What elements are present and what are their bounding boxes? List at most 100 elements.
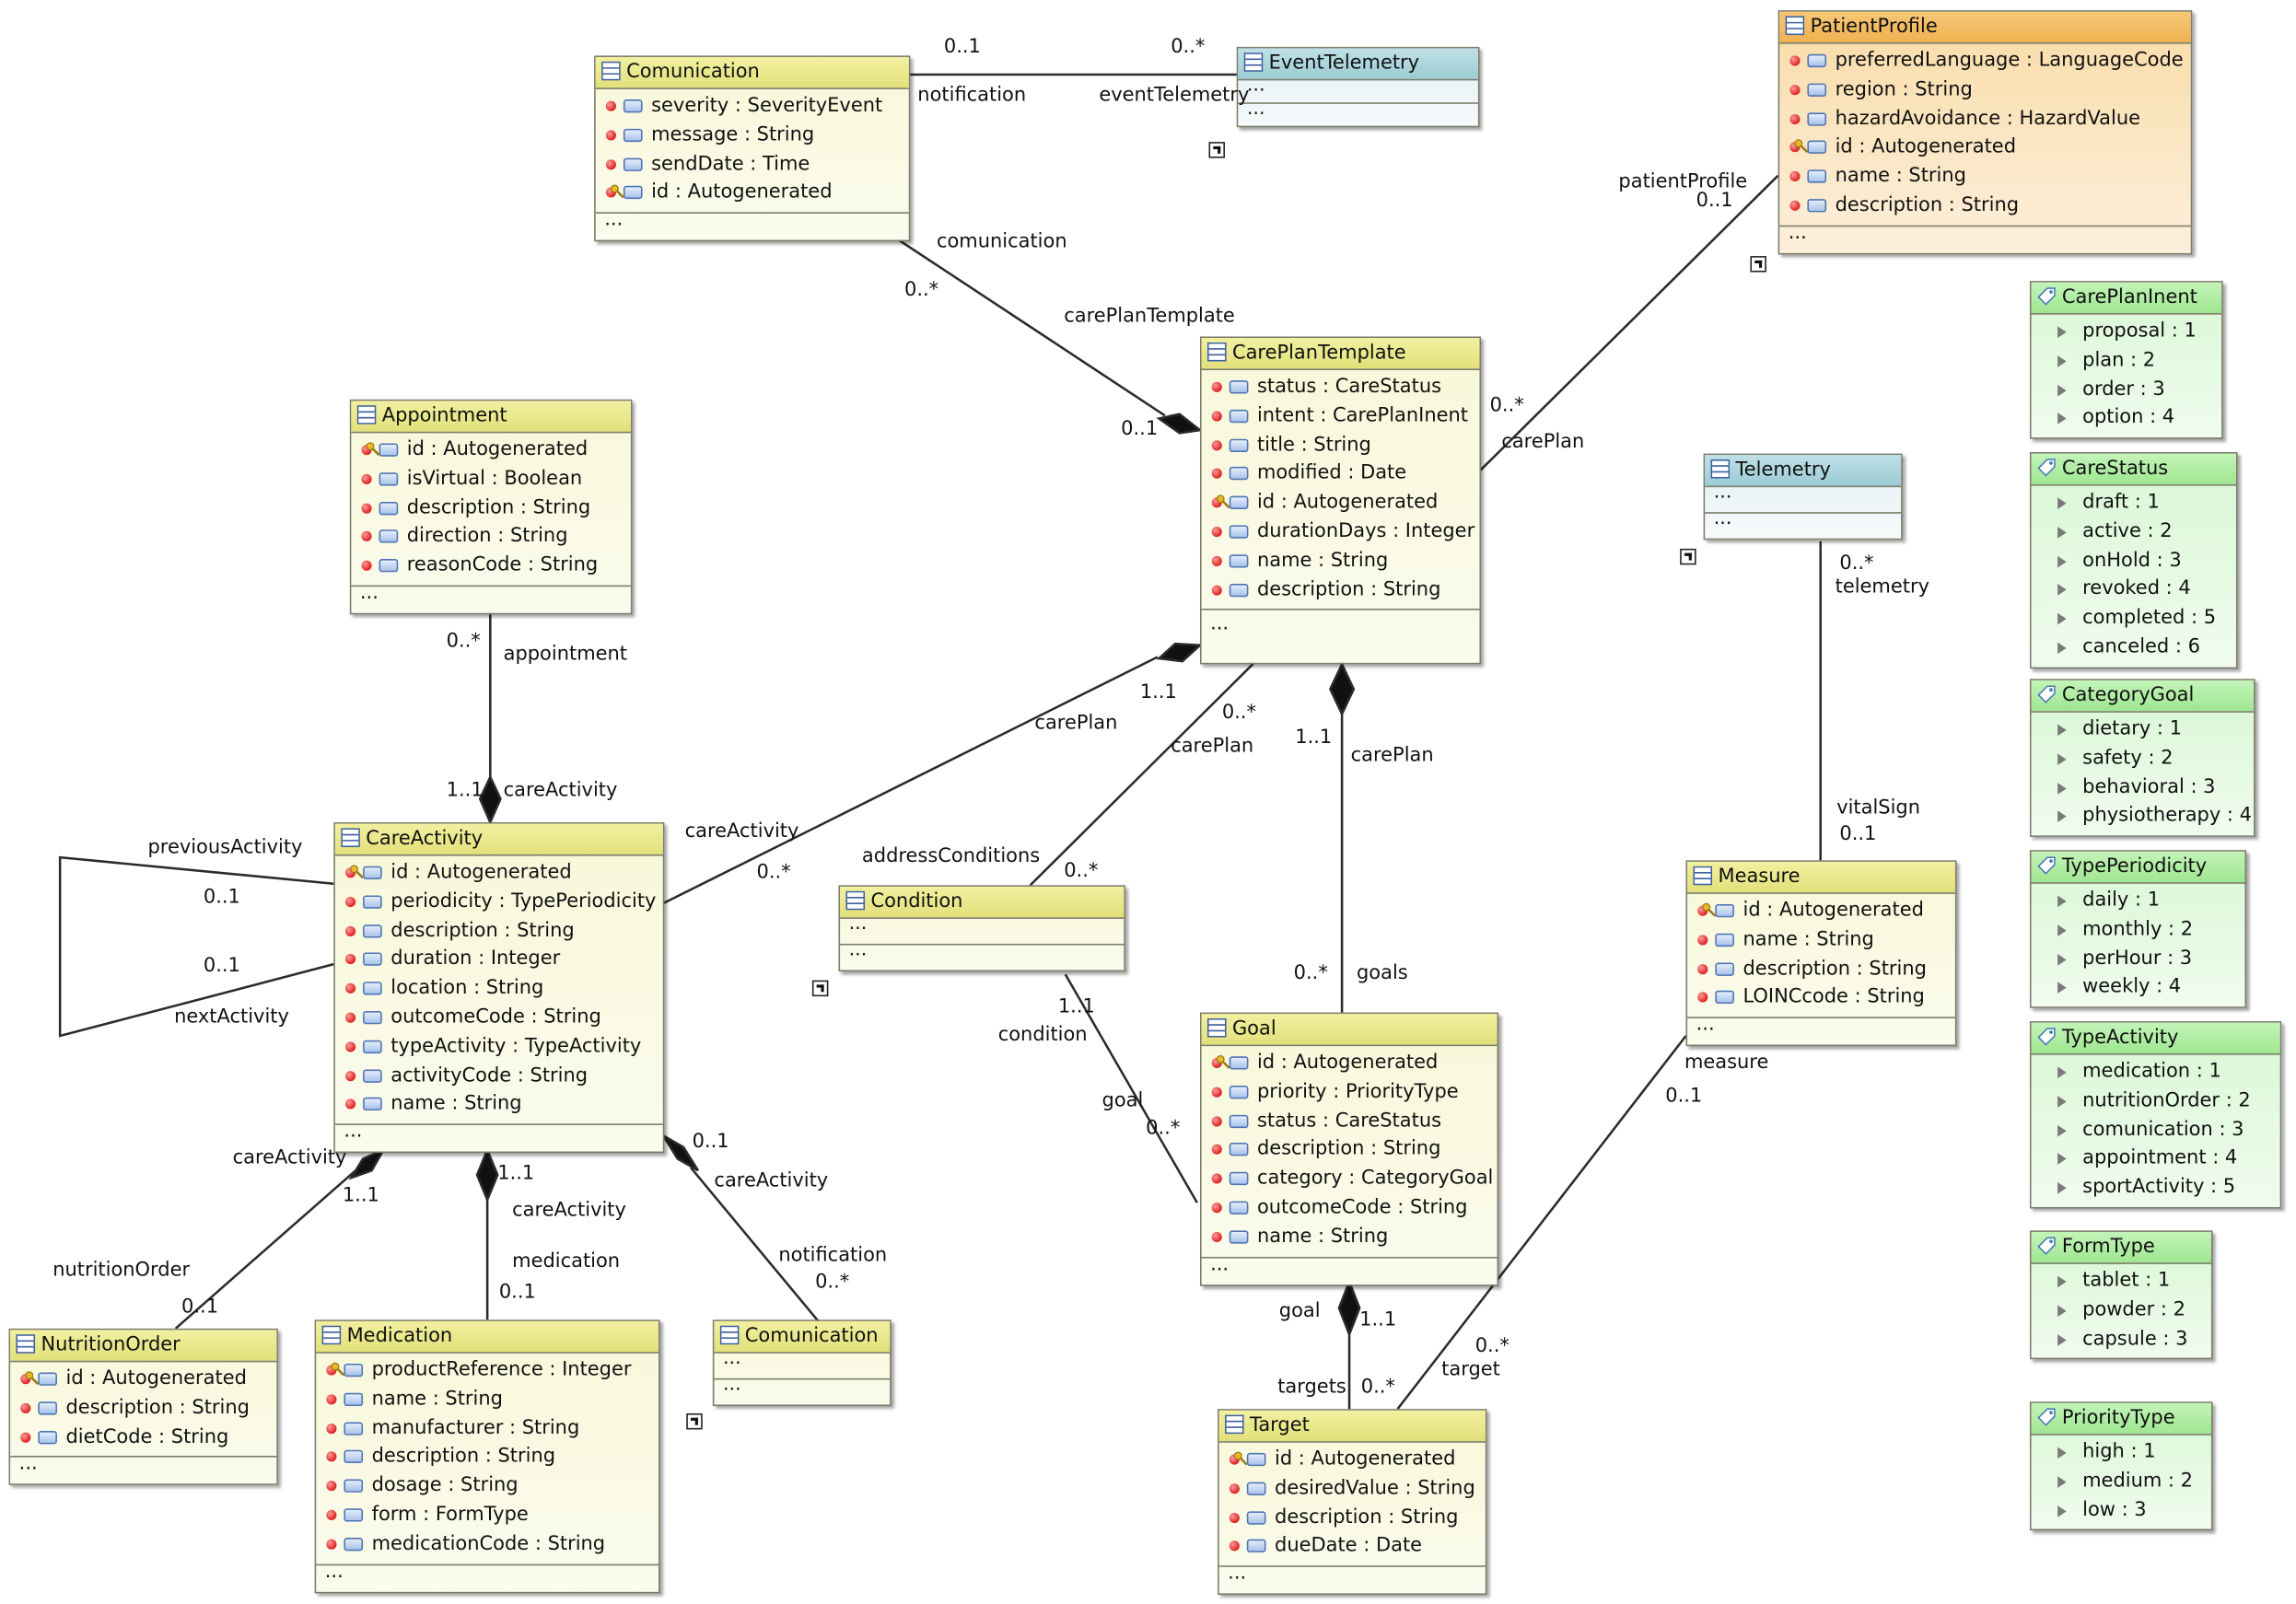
enum-literal[interactable]: monthly : 2 (2032, 915, 2245, 944)
attribute-row[interactable]: region : String (1779, 76, 2191, 104)
enum-literal[interactable]: nutritionOrder : 2 (2032, 1087, 2280, 1115)
enum-literal[interactable]: behavioral : 3 (2032, 773, 2255, 802)
external-link-icon[interactable] (1680, 548, 1696, 565)
attribute-row[interactable]: name : String (1779, 163, 2191, 192)
attribute-row[interactable]: id : Autogenerated (596, 179, 909, 207)
attribute-row[interactable]: id : Autogenerated (1687, 897, 1955, 925)
attribute-row[interactable]: sendDate : Time (596, 150, 909, 179)
attribute-row[interactable]: status : CareStatus (1202, 1107, 1498, 1135)
attribute-row[interactable]: manufacturer : String (316, 1414, 658, 1443)
attribute-row[interactable]: message : String (596, 122, 909, 150)
assoc-measure-target[interactable] (1396, 1035, 1687, 1410)
attribute-row[interactable]: name : String (1202, 1223, 1498, 1251)
enum-literal[interactable]: daily : 1 (2032, 887, 2245, 915)
enum-literal[interactable]: completed : 5 (2032, 605, 2236, 633)
enum-literal[interactable]: physiotherapy : 4 (2032, 802, 2255, 831)
attribute-row[interactable]: periodicity : TypePeriodicity (335, 888, 663, 916)
attribute-row[interactable]: activityCode : String (335, 1062, 663, 1090)
attribute-row[interactable]: id : Autogenerated (351, 436, 630, 465)
assoc-careactivity-nutritionorder[interactable] (174, 1169, 356, 1330)
enum-literal[interactable]: low : 3 (2032, 1496, 2211, 1525)
attribute-row[interactable]: severity : SeverityEvent (596, 92, 909, 121)
enum-literal[interactable]: draft : 1 (2032, 489, 2236, 517)
attribute-row[interactable]: status : CareStatus (1202, 373, 1480, 401)
datatype-eventtelemetry[interactable]: EventTelemetry ... ... (1236, 46, 1480, 128)
external-link-icon[interactable] (811, 980, 829, 997)
attribute-row[interactable]: priority : PriorityType (1202, 1078, 1498, 1107)
enum-literal[interactable]: perHour : 3 (2032, 945, 2245, 973)
assoc-careplantemplate-careactivity[interactable] (660, 656, 1159, 906)
attribute-row[interactable]: outcomeCode : String (335, 1004, 663, 1032)
external-link-icon[interactable] (1208, 142, 1225, 158)
enum-literal[interactable]: comunication : 3 (2032, 1116, 2280, 1145)
attribute-row[interactable]: duration : Integer (335, 946, 663, 974)
enum-literal[interactable]: onHold : 3 (2032, 547, 2236, 575)
enum-literal[interactable]: option : 4 (2032, 404, 2222, 433)
attribute-row[interactable]: name : String (1687, 926, 1955, 955)
assoc-comunication-careplantemplate[interactable] (889, 233, 1166, 417)
attribute-row[interactable]: description : String (1687, 955, 1955, 983)
enum-literal[interactable]: safety : 2 (2032, 744, 2255, 773)
attribute-row[interactable]: preferredLanguage : LanguageCode (1779, 47, 2191, 76)
assoc-condition-goal[interactable] (1064, 973, 1198, 1203)
attribute-row[interactable]: form : FormType (316, 1501, 658, 1529)
class-comunication-bottom[interactable]: Comunication ... ... (712, 1319, 892, 1407)
attribute-row[interactable]: medicationCode : String (316, 1530, 658, 1559)
attribute-row[interactable]: description : String (1779, 192, 2191, 220)
enum-literal[interactable]: plan : 2 (2032, 346, 2222, 375)
attribute-row[interactable]: direction : String (351, 523, 630, 552)
assoc-careactivity-self[interactable] (58, 855, 334, 1038)
attribute-row[interactable]: name : String (335, 1090, 663, 1119)
attribute-row[interactable]: title : String (1202, 431, 1480, 459)
attribute-row[interactable]: typeActivity : TypeActivity (335, 1032, 663, 1061)
enum-literal[interactable]: medium : 2 (2032, 1467, 2211, 1495)
attribute-row[interactable]: dosage : String (316, 1472, 658, 1501)
attribute-row[interactable]: dietCode : String (10, 1423, 276, 1451)
attribute-row[interactable]: category : CategoryGoal (1202, 1165, 1498, 1193)
attribute-row[interactable]: id : Autogenerated (1202, 1049, 1498, 1077)
attribute-row[interactable]: modified : Date (1202, 460, 1480, 489)
attribute-row[interactable]: hazardAvoidance : HazardValue (1779, 105, 2191, 134)
enum-literal[interactable]: weekly : 4 (2032, 973, 2245, 1002)
attribute-row[interactable]: location : String (335, 975, 663, 1004)
attribute-row[interactable]: id : Autogenerated (1202, 489, 1480, 517)
attribute-row[interactable]: name : String (316, 1385, 658, 1413)
attribute-row[interactable]: description : String (351, 494, 630, 522)
attribute-row[interactable]: id : Autogenerated (1779, 134, 2191, 162)
attribute-row[interactable]: reasonCode : String (351, 552, 630, 580)
attribute-row[interactable]: productReference : Integer (316, 1356, 658, 1385)
attribute-row[interactable]: isVirtual : Boolean (351, 465, 630, 494)
datatype-telemetry[interactable]: Telemetry ... ... (1703, 453, 1903, 540)
attribute-row[interactable]: description : String (335, 917, 663, 946)
attribute-row[interactable]: desiredValue : String (1219, 1474, 1486, 1503)
enum-literal[interactable]: tablet : 1 (2032, 1267, 2211, 1296)
attribute-row[interactable]: outcomeCode : String (1202, 1194, 1498, 1223)
attribute-row[interactable]: description : String (1202, 575, 1480, 604)
enum-literal[interactable]: medication : 1 (2032, 1058, 2280, 1087)
attribute-row[interactable]: name : String (1202, 547, 1480, 575)
enum-literal[interactable]: powder : 2 (2032, 1296, 2211, 1325)
enum-literal[interactable]: sportActivity : 5 (2032, 1174, 2280, 1203)
attribute-row[interactable]: durationDays : Integer (1202, 517, 1480, 546)
enum-literal[interactable]: proposal : 1 (2032, 318, 2222, 346)
attribute-row[interactable]: description : String (316, 1443, 658, 1471)
attribute-row[interactable]: description : String (10, 1394, 276, 1423)
assoc-patientprofile-careplantemplate[interactable] (1478, 174, 1779, 472)
enum-literal[interactable]: appointment : 4 (2032, 1145, 2280, 1173)
attribute-row[interactable]: description : String (1202, 1136, 1498, 1165)
attribute-row[interactable]: description : String (1219, 1504, 1486, 1532)
external-link-icon[interactable] (1750, 256, 1766, 273)
